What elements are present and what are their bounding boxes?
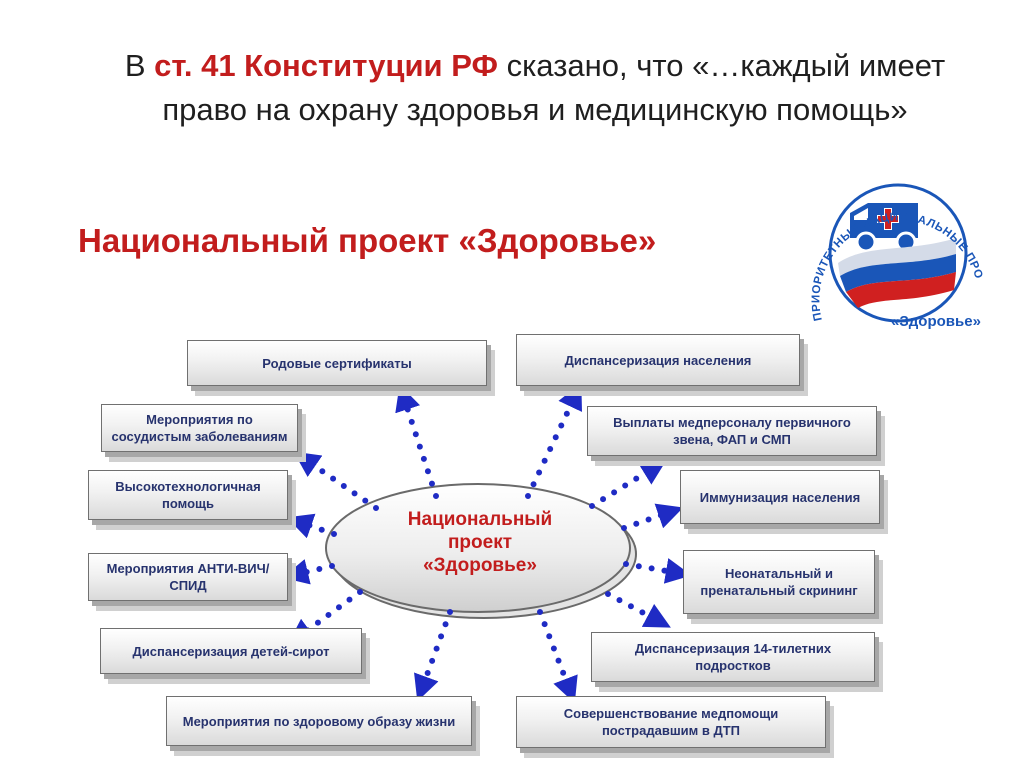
node-dispanserizatsiya-detey-sirot: Диспансеризация детей-сирот — [100, 628, 362, 674]
arrow-dtp — [537, 609, 578, 704]
logo-bottom-text: «Здоровье» — [891, 313, 981, 330]
node-sosudistye-zabolevaniya: Мероприятия по сосудистым заболеваниям — [101, 404, 298, 452]
arrow-podrostki — [605, 591, 671, 628]
ambulance-icon — [850, 203, 918, 253]
hub-label-line-1: Национальный — [407, 509, 553, 530]
page-title: Национальный проект «Здоровье» — [78, 222, 657, 259]
node-vyplaty-medpersonalu: Выплаты медперсоналу первичного звена, Ф… — [587, 406, 877, 456]
node-dispanserizatsiya-naseleniya: Диспансеризация населения — [516, 334, 800, 386]
node-neonatalnyy-skrining: Неонатальный и пренатальный скрининг — [683, 550, 875, 614]
arrow-vysoko — [286, 513, 337, 539]
constitution-quote: В ст. 41 Конституции РФ сказано, что «…к… — [100, 44, 970, 132]
hub-label-line-3: «Здоровье» — [423, 555, 537, 576]
node-dispanserizatsiya-podrostkov: Диспансеризация 14-тилетних подростков — [591, 632, 875, 682]
hub-ellipse — [325, 483, 631, 613]
arrow-rodovye — [395, 384, 439, 499]
hub-label-line-2: проект — [447, 532, 513, 553]
arrow-sosud — [293, 451, 379, 511]
node-immunizatsiya-naseleniya: Иммунизация населения — [680, 470, 880, 524]
node-vysokotekhnologichnaya-pomoshch: Высокотехнологичная помощь — [88, 470, 288, 520]
node-medpomoshch-dtp: Совершенствование медпомощи пострадавшим… — [516, 696, 826, 748]
quote-prefix: В — [124, 48, 155, 83]
arrow-vich — [282, 559, 335, 585]
node-anti-vich-spid: Мероприятия АНТИ-ВИЧ/СПИД — [88, 553, 288, 601]
quote-text: сказано, что «…каждый имеет право на охр… — [162, 48, 946, 127]
node-zdorovyy-obraz-zhizni: Мероприятия по здоровому образу жизни — [166, 696, 472, 746]
diagram-canvas — [282, 382, 692, 704]
logo-emblem: ПРИОРИТЕТНЫЕ НАЦИОНАЛЬНЫЕ ПРОЕКТЫ «Здоро… — [782, 149, 984, 330]
arrow-immun — [621, 503, 684, 531]
arrow-neonat — [623, 558, 692, 584]
arrow-naselenie — [525, 382, 582, 499]
quote-article-ref: ст. 41 Конституции РФ — [154, 48, 498, 83]
flag-ribbon-icon — [838, 238, 956, 308]
project-diagram: Родовые сертификаты Мероприятия по сосуд… — [0, 310, 1024, 767]
arrow-zozh — [414, 609, 453, 702]
priority-projects-logo: ПРИОРИТЕТНЫЕ НАЦИОНАЛЬНЫЕ ПРОЕКТЫ «Здоро… — [782, 149, 1008, 348]
node-rodovye-sertifikaty: Родовые сертификаты — [187, 340, 487, 386]
hub-label: Национальный проект «Здоровье» — [340, 508, 620, 577]
arrow-vyplaty — [589, 459, 667, 509]
arrow-siroty — [287, 589, 363, 645]
